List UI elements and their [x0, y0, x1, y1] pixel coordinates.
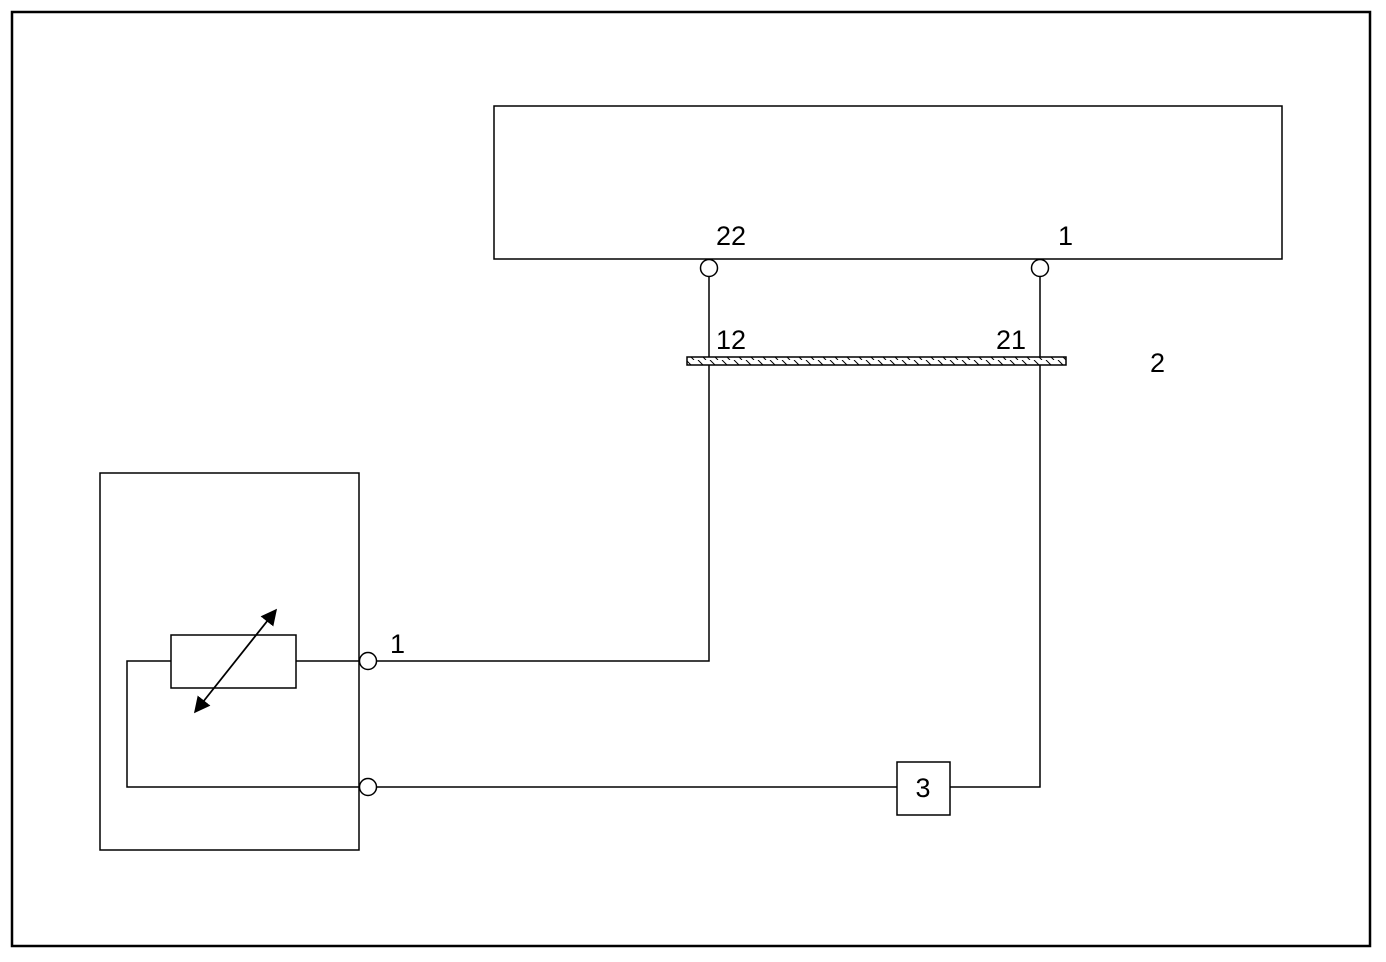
- sensor-terminal-2: [358, 777, 378, 797]
- diagram-frame: [10, 10, 1372, 948]
- variable-resistor: [170, 634, 297, 689]
- connector-pin-21-label: 21: [996, 325, 1026, 355]
- sensor-terminal-1: [358, 651, 378, 671]
- connector-callout-label: 2: [1150, 348, 1165, 378]
- variable-resistor-arrow-icon: [193, 608, 278, 714]
- ecu-terminal-1: [1030, 258, 1050, 278]
- sensor-pin-1-label: 1: [390, 629, 405, 659]
- control-unit-box: [493, 105, 1283, 260]
- connector-pin-12-label: 12: [716, 325, 746, 355]
- wire-connector12-to-sensor1: [377, 365, 710, 662]
- wire-connector21-to-component3: [950, 365, 1041, 788]
- ecu-terminal-22: [699, 258, 719, 278]
- ecu-pin-1-label: 1: [1058, 221, 1073, 251]
- component-3-box: [896, 761, 951, 816]
- connector-bar: [686, 356, 1067, 366]
- ecu-pin-22-label: 22: [716, 221, 746, 251]
- component-3-label: 3: [915, 773, 930, 803]
- sensor-internal-wire-loop: [126, 660, 359, 788]
